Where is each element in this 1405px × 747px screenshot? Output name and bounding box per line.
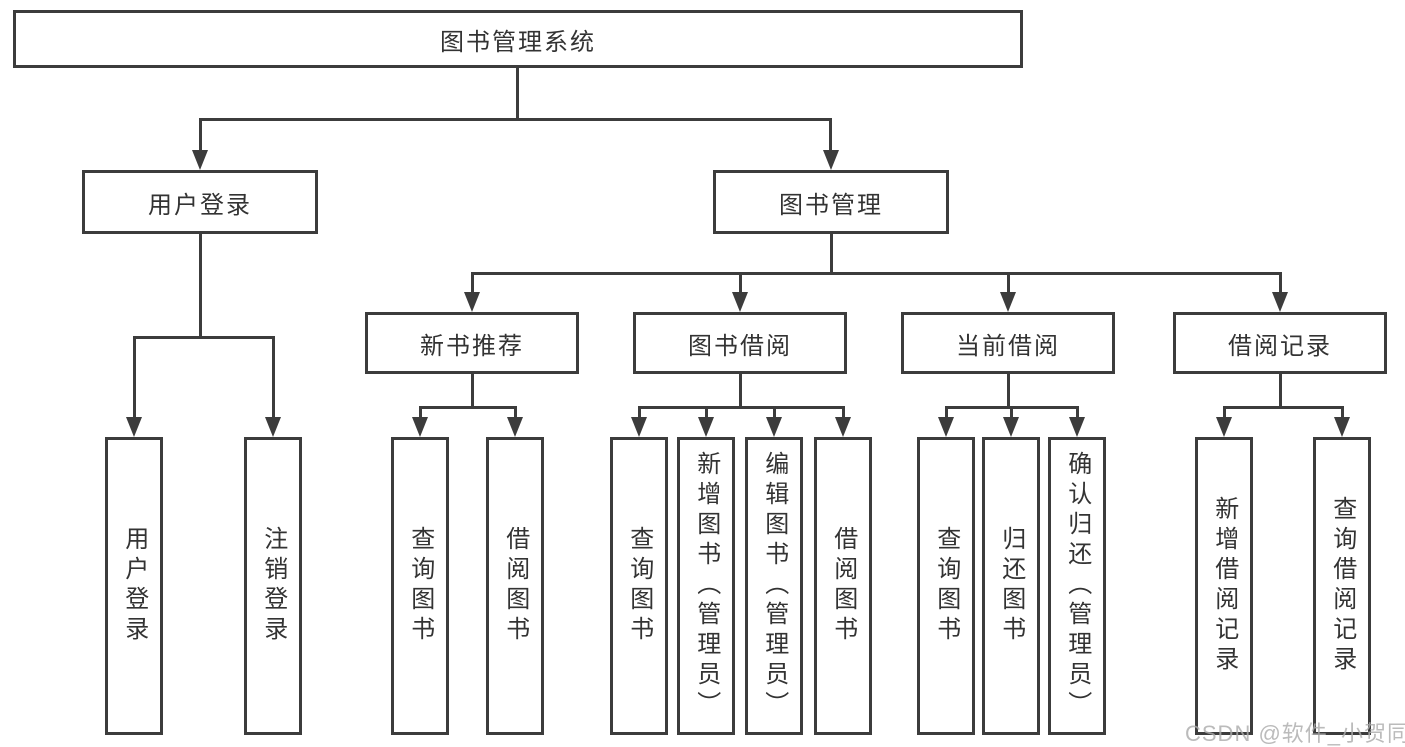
connector-leaf-stem	[842, 406, 845, 419]
connector-user-login-split	[133, 336, 275, 339]
csdn-watermark: CSDN @软件_小贺同学	[1185, 721, 1405, 746]
leaf-query-books-current: 查询图书	[917, 437, 975, 735]
arrowhead-book-management	[823, 150, 839, 170]
arrowhead-current-borrow	[1000, 292, 1016, 312]
connector-leaf-stem	[705, 406, 708, 419]
leaf-add-borrow-record: 新增借阅记录	[1195, 437, 1253, 735]
arrowhead-leaf	[766, 417, 782, 437]
node-label: 图书管理系统	[440, 28, 596, 56]
arrowhead-leaf	[1334, 417, 1350, 437]
connector-book-management-split	[471, 272, 1281, 275]
arrowhead-login-col	[126, 417, 142, 437]
connector-user-login-stem	[199, 118, 202, 152]
connector-root-split	[199, 118, 832, 121]
leaf-return-book: 归还图书	[982, 437, 1040, 735]
arrowhead-leaf	[507, 417, 523, 437]
node-label: 新增借阅记录	[1210, 496, 1238, 676]
node-new-book-recommend: 新书推荐	[365, 312, 579, 374]
node-label: 借阅图书	[829, 526, 857, 646]
arrowhead-user-login	[192, 150, 208, 170]
connector-book-management-stem	[829, 118, 832, 152]
arrowhead-leaf	[1003, 417, 1019, 437]
arrowhead-logout-col	[265, 417, 281, 437]
leaf-query-borrow-record: 查询借阅记录	[1313, 437, 1371, 735]
connector-book-management-down	[830, 234, 833, 272]
connector-book-borrow-stem	[739, 272, 742, 294]
arrowhead-leaf	[835, 417, 851, 437]
connector-root-stem	[516, 68, 519, 118]
connector-borrow-records-down	[1279, 374, 1282, 406]
node-label: 查询借阅记录	[1328, 496, 1356, 676]
connector-book-borrow-split	[638, 406, 844, 409]
connector-user-login-down	[199, 234, 202, 336]
node-borrow-records: 借阅记录	[1173, 312, 1387, 374]
node-label: 确认归还（管理员）	[1063, 451, 1091, 721]
connector-leaf-stem	[419, 406, 422, 419]
connector-leaf-stem	[773, 406, 776, 419]
connector-new-book-stem	[471, 272, 474, 294]
leaf-query-books-recommend: 查询图书	[391, 437, 449, 735]
node-user-login: 用户登录	[82, 170, 318, 234]
connector-leaf-stem	[945, 406, 948, 419]
connector-current-borrow-stem	[1007, 272, 1010, 294]
connector-leaf-stem	[1223, 406, 1226, 419]
leaf-user-login: 用户登录	[105, 437, 163, 735]
arrowhead-new-book	[464, 292, 480, 312]
connector-book-borrow-down	[739, 374, 742, 406]
node-label: 编辑图书（管理员）	[760, 451, 788, 721]
node-label: 图书借阅	[688, 332, 792, 360]
arrowhead-leaf	[1216, 417, 1232, 437]
node-label: 用户登录	[148, 191, 252, 219]
connector-borrow-records-stem	[1279, 272, 1282, 294]
node-label: 归还图书	[997, 526, 1025, 646]
node-book-borrow: 图书借阅	[633, 312, 847, 374]
node-label: 图书管理	[779, 191, 883, 219]
node-label: 注销登录	[259, 526, 287, 646]
node-label: 查询图书	[932, 526, 960, 646]
node-label: 新增图书（管理员）	[692, 451, 720, 721]
arrowhead-book-borrow	[732, 292, 748, 312]
arrowhead-leaf	[1069, 417, 1085, 437]
connector-login-col-stem	[133, 336, 136, 419]
leaf-borrow-books-borrow: 借阅图书	[814, 437, 872, 735]
connector-borrow-records-split	[1223, 406, 1344, 409]
node-label: 新书推荐	[420, 332, 524, 360]
arrowhead-leaf	[631, 417, 647, 437]
node-current-borrow: 当前借阅	[901, 312, 1115, 374]
connector-current-borrow-down	[1007, 374, 1010, 406]
node-book-management: 图书管理	[713, 170, 949, 234]
arrowhead-leaf	[698, 417, 714, 437]
node-label: 借阅记录	[1228, 332, 1332, 360]
arrowhead-leaf	[938, 417, 954, 437]
connector-leaf-stem	[514, 406, 517, 419]
connector-new-book-down	[471, 374, 474, 406]
leaf-borrow-books-recommend: 借阅图书	[486, 437, 544, 735]
arrowhead-leaf	[412, 417, 428, 437]
node-label: 当前借阅	[956, 332, 1060, 360]
node-library-management-system: 图书管理系统	[13, 10, 1023, 68]
leaf-confirm-return-admin: 确认归还（管理员）	[1048, 437, 1106, 735]
node-label: 用户登录	[120, 526, 148, 646]
connector-leaf-stem	[1076, 406, 1079, 419]
connector-leaf-stem	[1010, 406, 1013, 419]
arrowhead-borrow-records	[1272, 292, 1288, 312]
node-label: 查询图书	[406, 526, 434, 646]
leaf-edit-book-admin: 编辑图书（管理员）	[745, 437, 803, 735]
connector-leaf-stem	[1341, 406, 1344, 419]
connector-leaf-stem	[638, 406, 641, 419]
node-label: 查询图书	[625, 526, 653, 646]
node-label: 借阅图书	[501, 526, 529, 646]
leaf-add-book-admin: 新增图书（管理员）	[677, 437, 735, 735]
leaf-logout: 注销登录	[244, 437, 302, 735]
connector-logout-col-stem	[272, 336, 275, 419]
connector-new-book-split	[419, 406, 517, 409]
leaf-query-books-borrow: 查询图书	[610, 437, 668, 735]
